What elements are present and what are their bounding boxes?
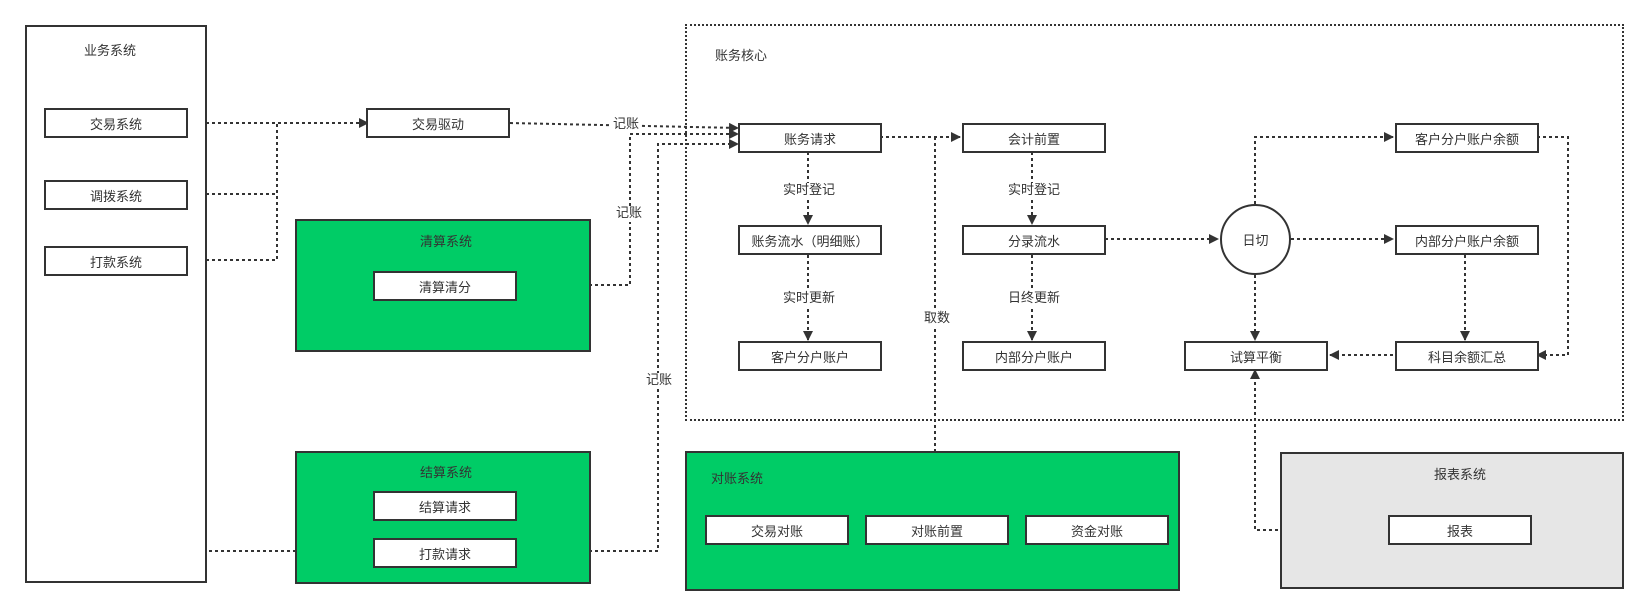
customer-account-node[interactable]: 客户分户账户: [738, 341, 882, 371]
clearing-split-node[interactable]: 清算清分: [373, 271, 517, 301]
payout-request-node[interactable]: 打款请求: [373, 538, 517, 568]
trade-driver-node[interactable]: 交易驱动: [366, 108, 510, 138]
trade-system-node[interactable]: 交易系统: [44, 108, 188, 138]
internal-balance-node[interactable]: 内部分户账户余额: [1395, 225, 1539, 255]
account-flow-node[interactable]: 账务流水（明细账）: [738, 225, 882, 255]
edge-customer-balance-to-summary: [1536, 136, 1569, 360]
day-cut-node[interactable]: 日切: [1220, 204, 1291, 275]
edge-label-booking-clearing: 记账: [614, 206, 645, 222]
edge-label-booking-driver: 记账: [611, 117, 642, 133]
customer-balance-node[interactable]: 客户分户账户余额: [1395, 123, 1539, 153]
edge-label-booking-payout: 记账: [644, 373, 675, 389]
trade-recon-node[interactable]: 交易对账: [705, 515, 849, 545]
report-system-title: 报表系统: [1434, 468, 1487, 483]
payout-system-node[interactable]: 打款系统: [44, 246, 188, 276]
clearing-system-title: 清算系统: [420, 235, 473, 250]
edge-label-realtime-register-left: 实时登记: [781, 183, 838, 199]
fund-recon-node[interactable]: 资金对账: [1025, 515, 1169, 545]
trial-balance-node[interactable]: 试算平衡: [1184, 341, 1328, 371]
edge-day-cut-to-customer-balance: [1254, 132, 1394, 204]
settlement-system-title: 结算系统: [420, 466, 473, 481]
edge-payout-to-driver: [188, 123, 278, 261]
reconciliation-system-title: 对账系统: [711, 472, 764, 487]
settle-request-node[interactable]: 结算请求: [373, 491, 517, 521]
account-request-node[interactable]: 账务请求: [738, 123, 882, 153]
entry-flow-node[interactable]: 分录流水: [962, 225, 1106, 255]
subject-summary-node[interactable]: 科目余额汇总: [1395, 341, 1539, 371]
recon-front-node[interactable]: 对账前置: [865, 515, 1009, 545]
accounting-core-title: 账务核心: [715, 49, 768, 64]
edge-label-realtime-update: 实时更新: [781, 291, 838, 307]
edge-label-fetch: 取数: [922, 311, 953, 327]
transfer-system-node[interactable]: 调拨系统: [44, 180, 188, 210]
business-system-title: 业务系统: [84, 44, 137, 59]
edge-payout-request-to-account-request: [517, 139, 739, 552]
edge-label-realtime-register-right: 实时登记: [1006, 183, 1063, 199]
accounting-core-container: [685, 24, 1624, 421]
report-node[interactable]: 报表: [1388, 515, 1532, 545]
internal-account-node[interactable]: 内部分户账户: [962, 341, 1106, 371]
report-system-container: [1280, 452, 1624, 589]
accounting-front-node[interactable]: 会计前置: [962, 123, 1106, 153]
edge-label-eod-update: 日终更新: [1006, 291, 1063, 307]
